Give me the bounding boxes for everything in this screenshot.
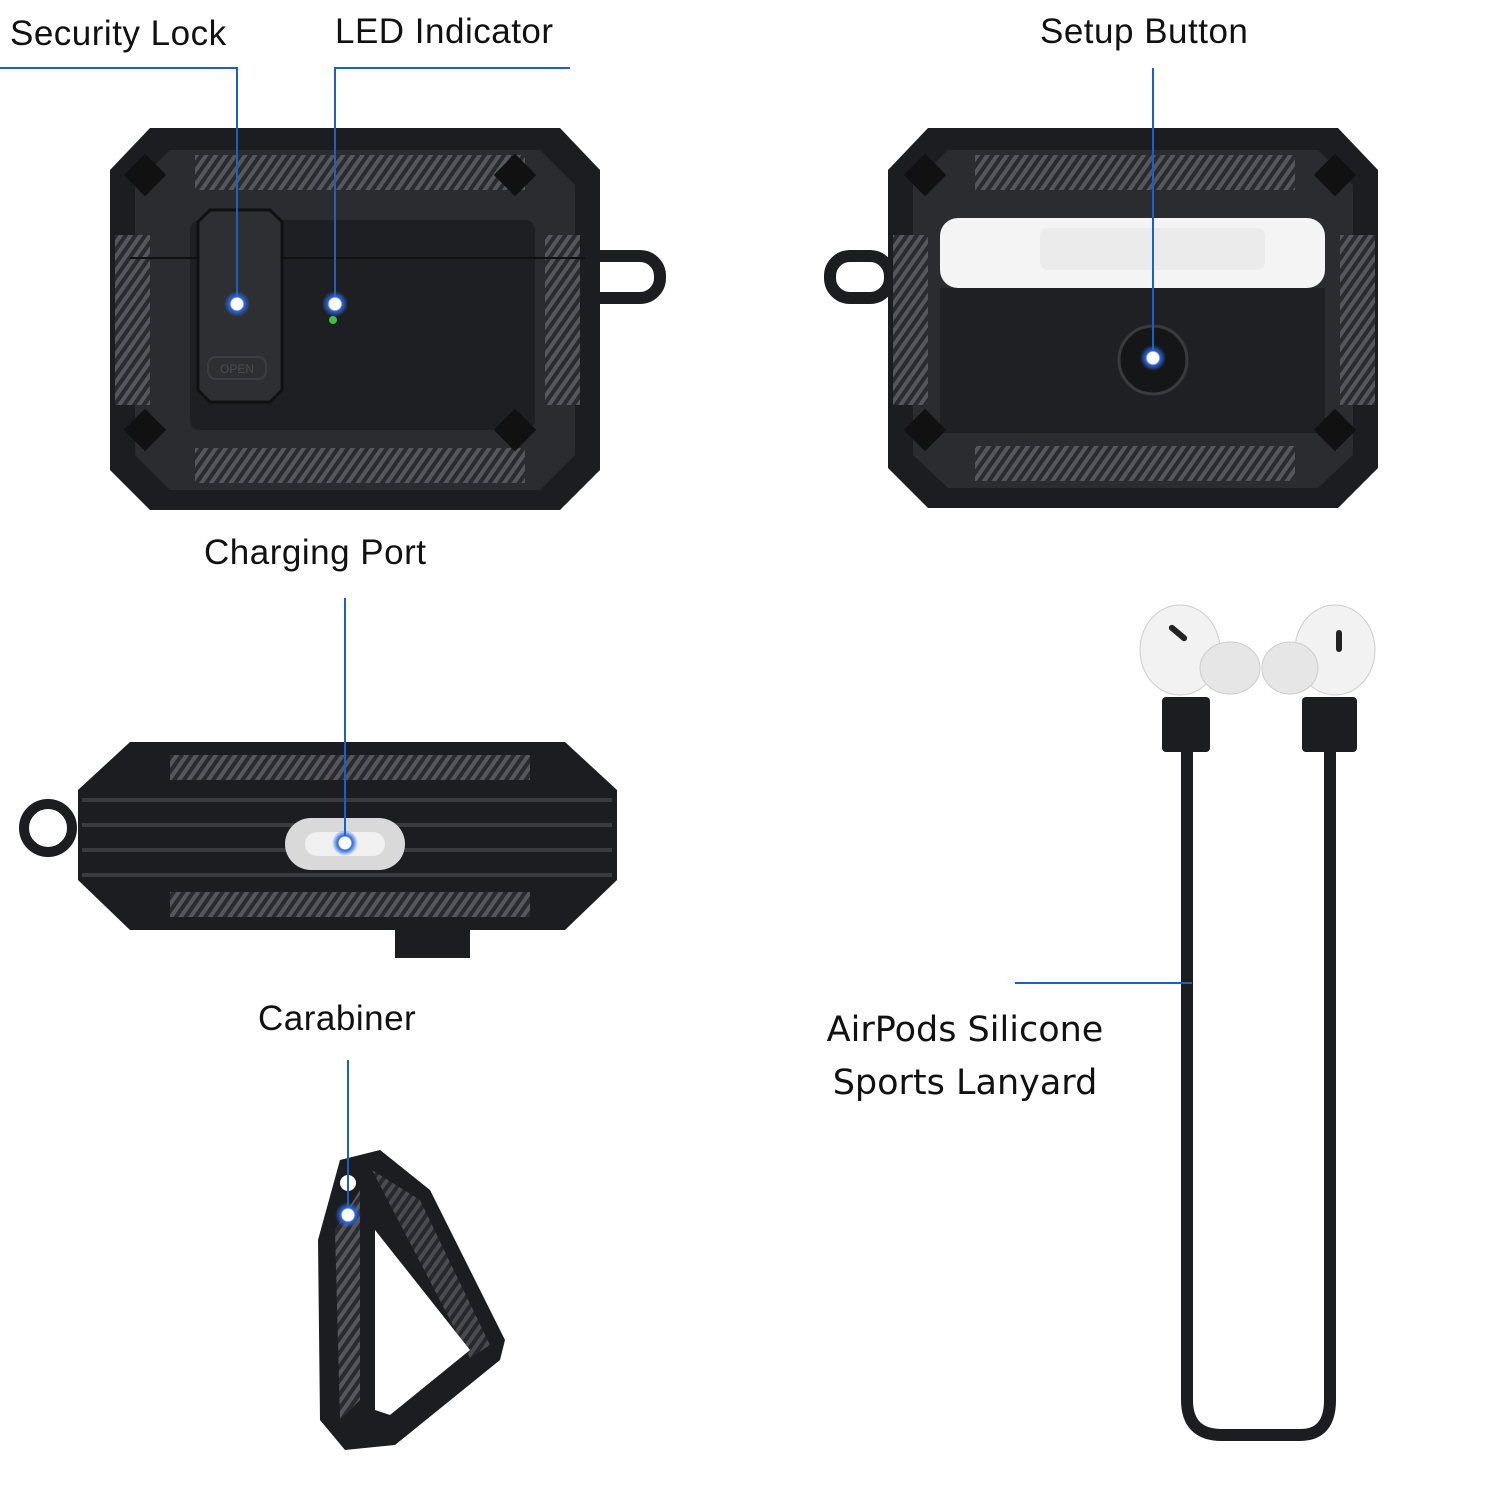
case-bottom-view bbox=[19, 742, 617, 958]
callout-dot-charging-port bbox=[332, 830, 358, 856]
label-charging-port: Charging Port bbox=[204, 533, 427, 572]
carabiner-image bbox=[318, 1150, 505, 1450]
lock-marking: OPEN bbox=[220, 362, 254, 376]
callout-dots bbox=[224, 291, 1166, 1228]
callout-dot-security-lock bbox=[224, 291, 250, 317]
label-lanyard-line2: Sports Lanyard bbox=[832, 1063, 1098, 1103]
callout-dot-setup-button bbox=[1140, 345, 1166, 371]
label-carabiner: Carabiner bbox=[258, 999, 417, 1038]
led-indicator-light bbox=[329, 316, 337, 324]
label-security-lock: Security Lock bbox=[10, 14, 227, 53]
callout-lines bbox=[0, 67, 1192, 1215]
label-setup-button: Setup Button bbox=[1040, 12, 1249, 51]
label-led-indicator: LED Indicator bbox=[335, 12, 554, 51]
label-lanyard: AirPods Silicone Sports Lanyard bbox=[820, 1004, 1110, 1110]
callout-dot-led bbox=[322, 291, 348, 317]
lanyard-image bbox=[1139, 604, 1376, 1441]
case-front-view: OPEN bbox=[110, 128, 666, 510]
callout-dot-carabiner bbox=[335, 1202, 361, 1228]
label-lanyard-line1: AirPods Silicone bbox=[826, 1010, 1104, 1050]
case-back-view bbox=[824, 128, 1378, 508]
